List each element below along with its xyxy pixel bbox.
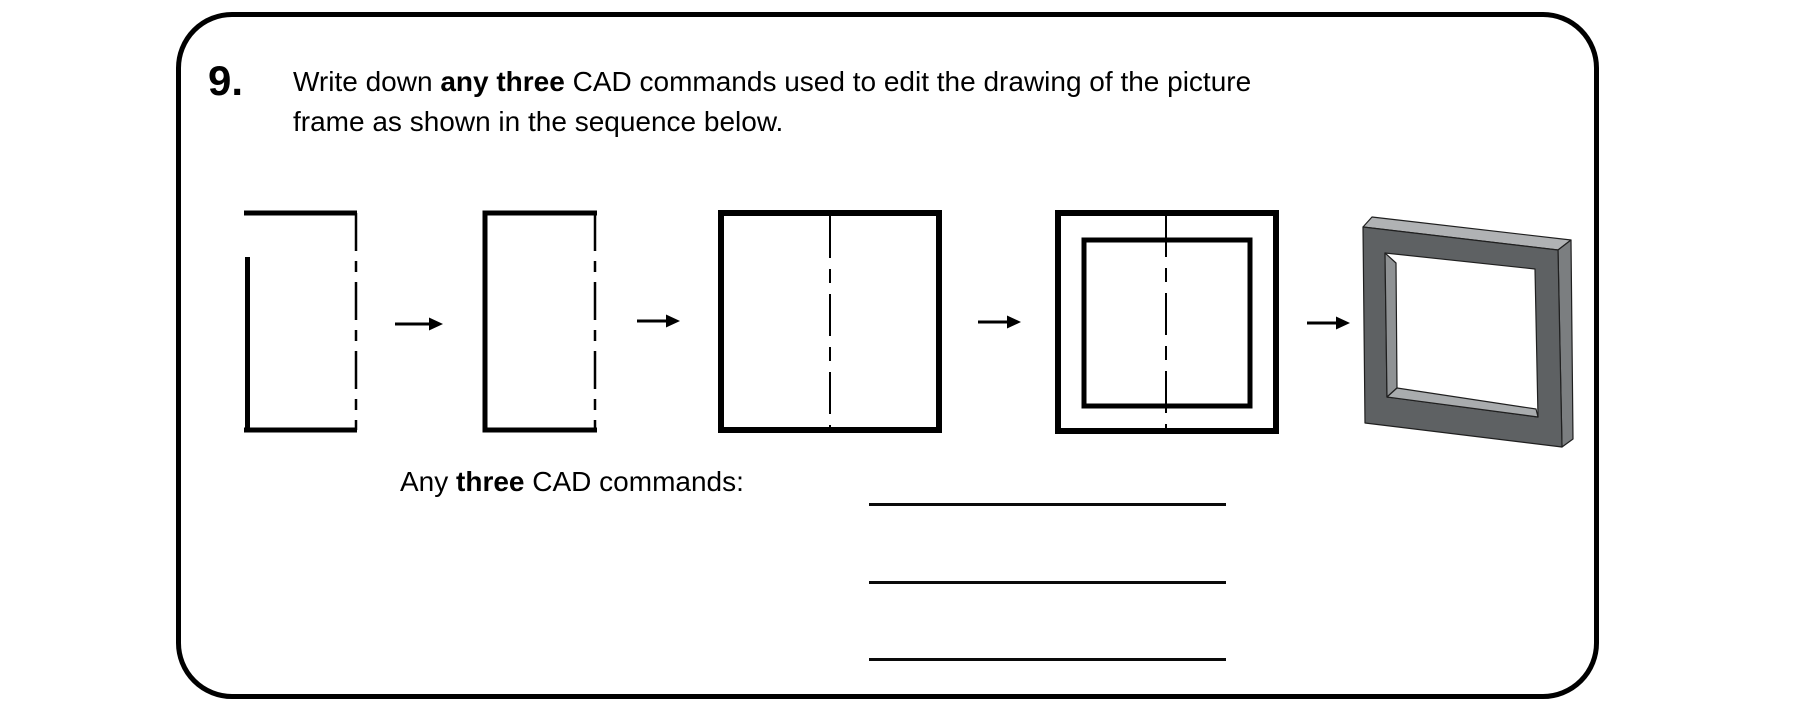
question-border-box [176,12,1599,699]
text-segment: Any [400,466,457,497]
answer-line [869,581,1226,584]
question-number: 9. [208,57,244,104]
frame-inner-left-face [1384,252,1398,398]
question-prompt: Write down any three CAD commands used t… [293,62,1251,142]
outer-square [1055,210,1279,434]
text-segment: frame as shown in the sequence below. [293,106,784,137]
arrow-right-icon [395,317,443,331]
arrow-right-icon [637,314,680,328]
step-offset-inner-square [1055,210,1279,434]
text-segment: CAD commands: [524,466,744,497]
answer-line [869,503,1226,506]
answer-label: Any three CAD commands: [400,462,744,502]
outer-square [718,210,942,433]
text-segment: three [456,466,525,497]
step-closed-rectangle [482,210,597,433]
text-segment: Write down [293,66,441,97]
step-mirrored-square [718,210,942,433]
picture-frame-3d [1362,216,1574,448]
answer-line [869,658,1226,661]
text-segment: any three [440,66,565,97]
arrow-right-icon [978,315,1021,329]
step-partial-rectangle [244,210,358,433]
text-segment: CAD commands used to edit the drawing of… [564,66,1252,97]
rectangle-outline [482,210,597,433]
arrow-right-icon [1307,316,1350,330]
frame-inner-bottom-face [1386,387,1539,418]
